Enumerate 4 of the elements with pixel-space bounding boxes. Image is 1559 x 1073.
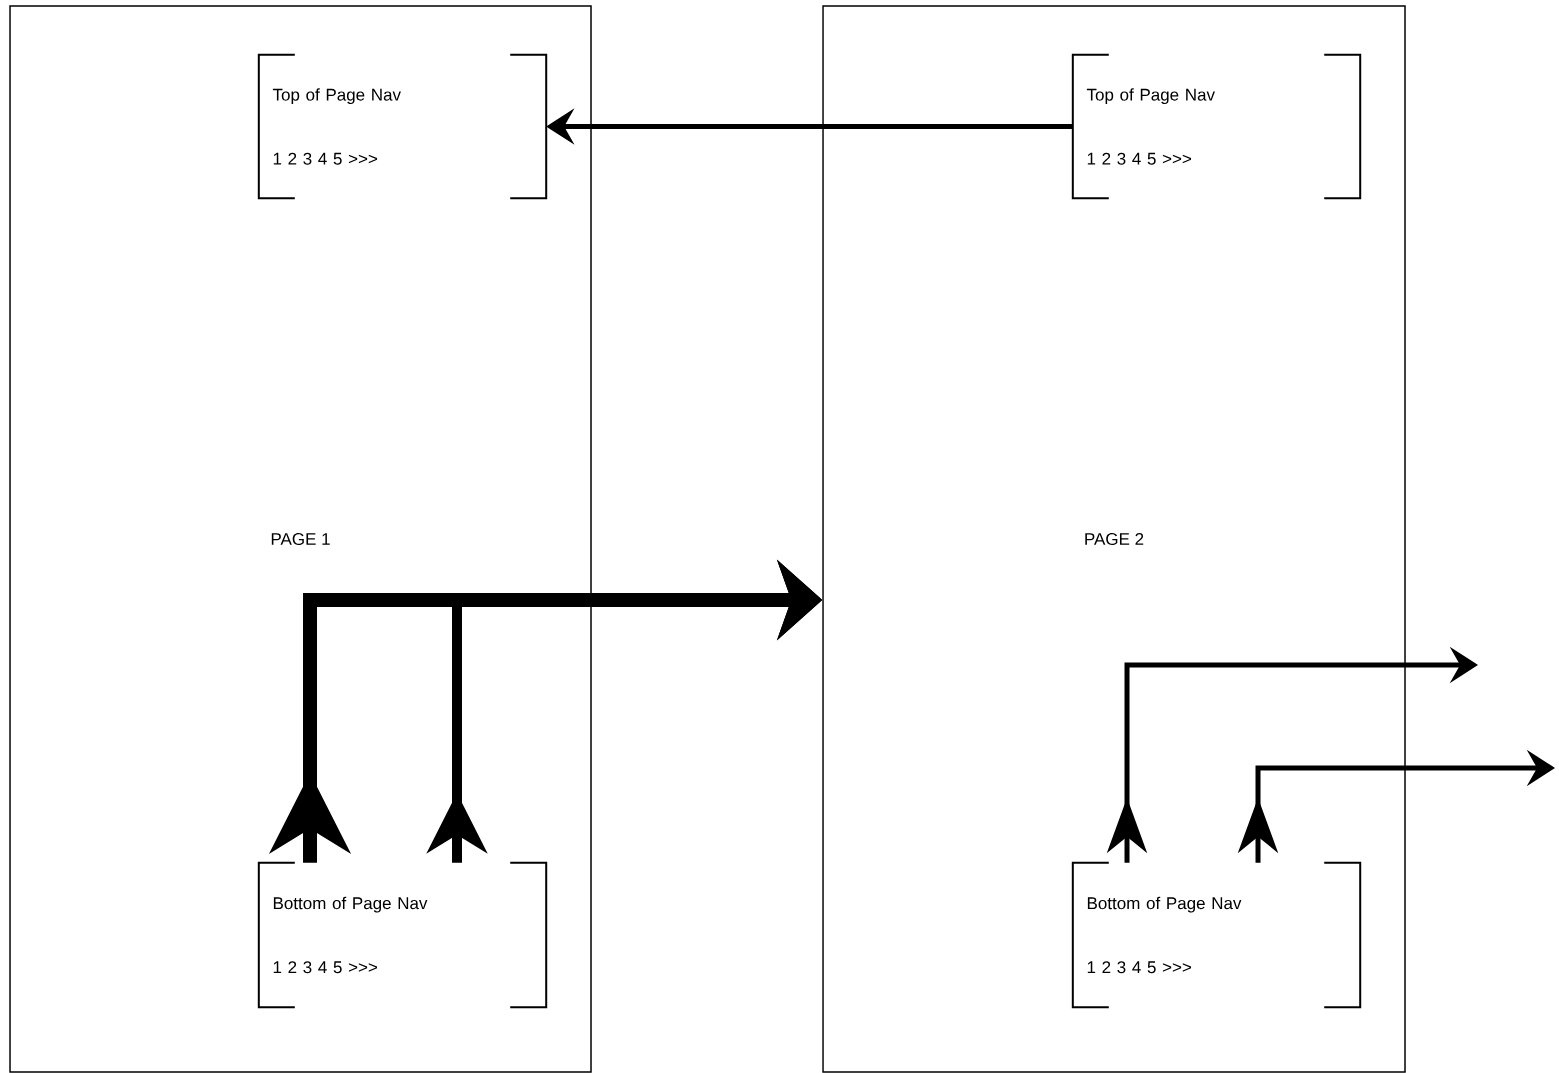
nav-bracket: Bottom of Page Nav 1 2 3 4 5 >>> [257,861,548,1009]
nav-bracket: Top of Page Nav 1 2 3 4 5 >>> [257,53,548,200]
nav-bracket: Top of Page Nav 1 2 3 4 5 >>> [1071,53,1362,200]
nav-bracket: Bottom of Page Nav 1 2 3 4 5 >>> [1071,861,1362,1009]
